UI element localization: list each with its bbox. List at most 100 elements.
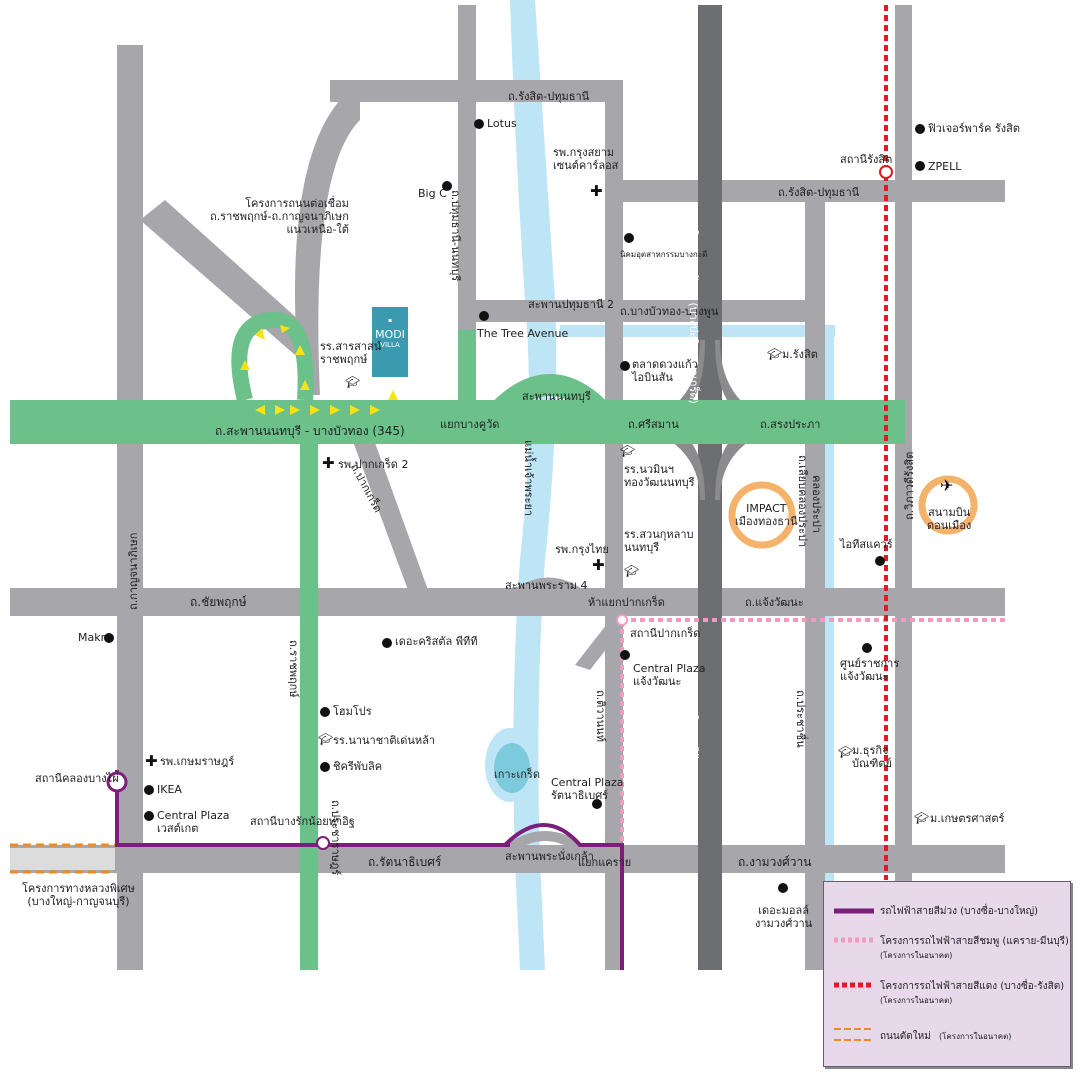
tollway-interchange-left bbox=[650, 340, 705, 500]
school-icon: 🎓︎ bbox=[318, 732, 334, 746]
legend-purple-label: รถไฟฟ้าสายสีม่วง (บางซื่อ-บางใหญ่) bbox=[880, 906, 1039, 917]
legend-swatches bbox=[834, 908, 874, 1041]
label-rattanathibet: ถ.รัตนาธิเบศร์ bbox=[368, 855, 442, 869]
school-icon: 🎓︎ bbox=[345, 375, 361, 389]
road-prachachuen bbox=[805, 180, 825, 970]
label-khlong-prapa: คลองประปา bbox=[810, 475, 823, 534]
label-prachachuen: ถ.ประชาชื่น bbox=[794, 690, 807, 748]
label-song-prapa: ถ.สรงประภา bbox=[760, 418, 821, 431]
station-khlong-bang-phai-label[interactable]: สถานีคลองบางไผ่ bbox=[35, 772, 119, 785]
dot-icon bbox=[382, 638, 392, 648]
road-kanchanaphisek bbox=[117, 45, 143, 970]
modi-villa-marker[interactable]: ▪ MODI VILLA bbox=[372, 307, 408, 377]
station-rangsit-label[interactable]: สถานีรังสิต bbox=[840, 153, 893, 166]
dot-icon bbox=[620, 361, 630, 371]
station-rangsit-marker bbox=[879, 165, 893, 179]
legend-orange-note: (โครงการในอนาคต) bbox=[939, 1032, 1012, 1041]
school-icon: 🎓︎ bbox=[620, 444, 636, 458]
dot-icon bbox=[320, 707, 330, 717]
ko-kret-island bbox=[494, 743, 530, 793]
label-main-highway: ถ.สะพานนนทบุรี - บางบัวทอง (345) bbox=[215, 424, 405, 438]
modi-brand: MODI bbox=[375, 328, 405, 341]
modi-sub: VILLA bbox=[380, 341, 400, 349]
label-rangsit-pathum-top: ถ.รังสิต-ปทุมธานี bbox=[508, 90, 590, 103]
hospital-icon: ✚ bbox=[590, 182, 603, 200]
hospital-icon: ✚ bbox=[322, 454, 335, 472]
new-road-band bbox=[10, 848, 115, 870]
label-connect-project: โครงการถนนต่อเชื่อม ถ.ราชพฤกษ์-ถ.กาญจนาภ… bbox=[210, 197, 349, 236]
legend-red-note: (โครงการในอนาคต) bbox=[880, 996, 953, 1005]
dot-icon bbox=[862, 643, 872, 653]
school-icon: 🎓︎ bbox=[914, 811, 930, 825]
dot-icon bbox=[479, 311, 489, 321]
label-chao-phraya: แม่น้ำเจ้าพระยา bbox=[522, 440, 535, 517]
hospital-icon: ✚ bbox=[145, 752, 158, 770]
purple-line bbox=[115, 770, 510, 847]
label-nonthaburi-bridge: สะพานนนทบุรี bbox=[522, 390, 591, 403]
green-loop bbox=[231, 311, 314, 402]
label-phra-ram4-bridge: สะพานพระราม 4 bbox=[505, 579, 588, 592]
dot-icon bbox=[875, 556, 885, 566]
legend-orange-label: ถนนตัดใหม่ bbox=[880, 1031, 931, 1042]
khlong-prapa-top bbox=[560, 325, 835, 337]
road-rangsit-pathum-top bbox=[330, 80, 615, 102]
label-vibhavadi: ถ.วิภาวดีรังสิต bbox=[903, 451, 916, 520]
dot-icon bbox=[104, 633, 114, 643]
route-arrows bbox=[240, 325, 398, 415]
road-vibhavadi bbox=[895, 5, 912, 970]
station-bang-rak-noi-marker bbox=[316, 836, 330, 850]
road-loop-north bbox=[295, 100, 360, 395]
impact-ring bbox=[728, 481, 796, 549]
pathum-nonthaburi-green bbox=[458, 330, 476, 405]
chao-phraya-river bbox=[510, 0, 557, 970]
station-khlong-bang-phai-marker bbox=[106, 771, 128, 793]
school-icon: 🎓︎ bbox=[624, 564, 640, 578]
dot-icon bbox=[474, 119, 484, 129]
modi-logo-icon: ▪ bbox=[387, 317, 393, 324]
label-tiwanon: ถ.ติวานนท์ bbox=[594, 690, 607, 742]
airport-ring bbox=[918, 475, 978, 535]
road-pak-kret-diag bbox=[345, 415, 428, 590]
hospital-icon: ✚ bbox=[592, 556, 605, 574]
label-kanchanaphisek: ถ.กาญจนาภิเษก bbox=[127, 532, 140, 610]
dot-icon bbox=[144, 811, 154, 821]
legend-pink-label: โครงการรถไฟฟ้าสายสีชมพู (แคราย-มีนบุรี) bbox=[880, 936, 1069, 947]
dot-icon bbox=[915, 161, 925, 171]
dot-icon bbox=[915, 124, 925, 134]
nonthaburi-bridge bbox=[492, 374, 608, 419]
rattanathibet-bridge bbox=[501, 831, 589, 856]
road-pak-kret-ramp bbox=[575, 620, 625, 670]
label-rangsit-pathum-right: ถ.รังสิต-ปทุมธานี bbox=[778, 186, 860, 199]
label-pracha-rat: ถ.ประชาราษฎร์ bbox=[329, 800, 342, 876]
label-ngam-wong-wan: ถ.งามวงศ์วาน bbox=[738, 855, 812, 869]
dot-icon bbox=[620, 650, 630, 660]
purple-line-bridge bbox=[503, 823, 624, 970]
label-ratchaphruek: ถ.ราชพฤกษ์ bbox=[287, 640, 300, 698]
label-chaiyaphruek: ถ.ชัยพฤกษ์ bbox=[190, 595, 247, 609]
school-icon: 🎓︎ bbox=[767, 347, 783, 361]
label-motorway-project: โครงการทางหลวงพิเศษ (บางใหญ่-กาญจนบุรี) bbox=[22, 882, 135, 908]
label-sri-rat-tollway: ทางพิเศษศรีรัช bbox=[687, 695, 700, 766]
road-345-main bbox=[10, 400, 905, 444]
label-yaek-pak-kret: ห้าแยกปากเกร็ด bbox=[588, 596, 665, 609]
school-icon: 🎓︎ bbox=[838, 745, 854, 759]
dot-icon bbox=[442, 181, 452, 191]
airplane-icon: ✈ bbox=[940, 476, 954, 495]
station-pak-kret-marker bbox=[616, 614, 628, 626]
map-legend: รถไฟฟ้าสายสีม่วง (บางซื่อ-บางใหญ่) โครงก… bbox=[823, 881, 1071, 1067]
label-chaeng-watthana: ถ.แจ้งวัฒนะ bbox=[745, 596, 804, 609]
road-ratchaphruek bbox=[300, 420, 318, 970]
label-yaek-bangkhuwat: แยกบางคูวัด bbox=[440, 418, 500, 431]
station-bang-rak-noi-label[interactable]: สถานีบางรักน้อยท่าอิฐ bbox=[250, 815, 355, 828]
legend-red-label: โครงการรถไฟฟ้าสายสีแดง (บางซื่อ-รังสิต) bbox=[880, 981, 1065, 992]
dot-icon bbox=[320, 762, 330, 772]
dot-icon bbox=[144, 785, 154, 795]
legend-pink-note: (โครงการในอนาคต) bbox=[880, 951, 953, 960]
label-phra-nangklao-bridge: สะพานพระนั่งเกล้า bbox=[505, 850, 594, 863]
label-pathum-nonthaburi: ถ.ปทุมธานี-นนทบุรี bbox=[449, 190, 462, 282]
dot-icon bbox=[624, 233, 634, 243]
dot-icon bbox=[592, 799, 602, 809]
label-bangbuathong-bangpoon: ถ.บางบัวทอง-บางพูน bbox=[620, 305, 719, 318]
